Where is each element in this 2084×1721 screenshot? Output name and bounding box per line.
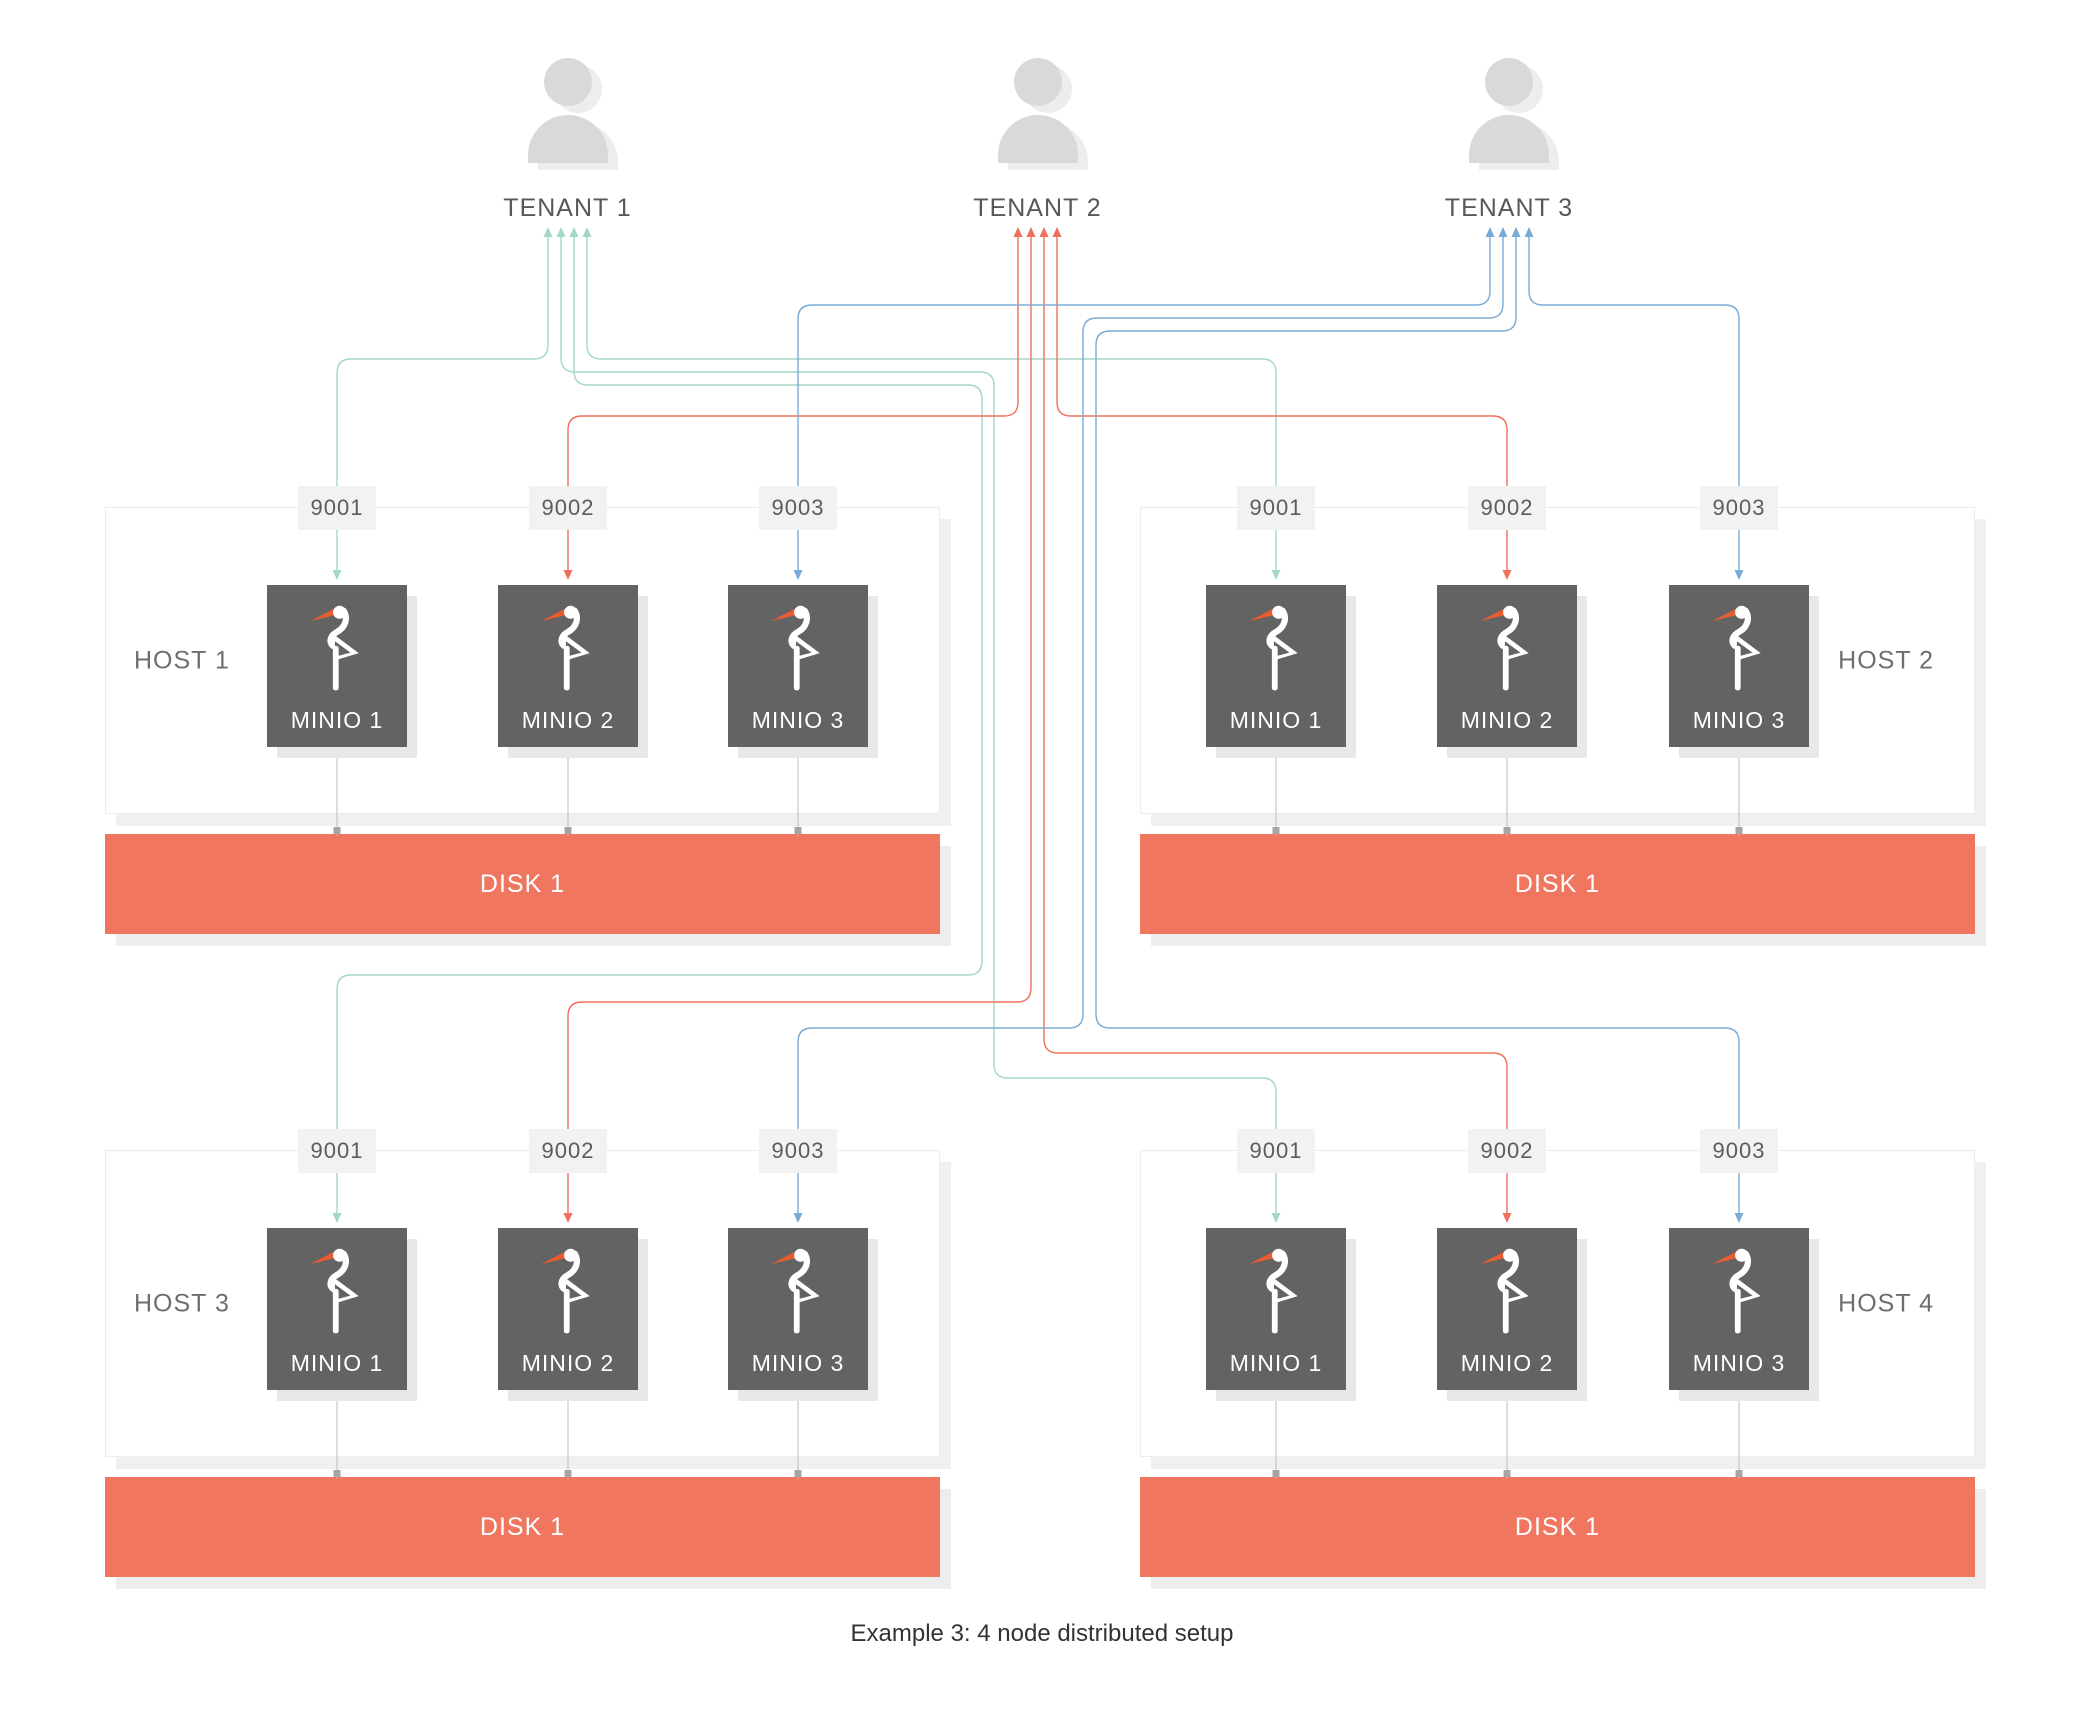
- disk-bar: DISK 1: [1140, 834, 1975, 934]
- tenant-label: TENANT 1: [503, 194, 632, 222]
- port-badge: 9002: [529, 1129, 607, 1173]
- tenant-1: TENANT 1: [458, 58, 678, 223]
- minio-node-label: MINIO 3: [751, 707, 845, 733]
- minio-node-label: MINIO 2: [521, 707, 615, 733]
- connector-endpoint: [1272, 827, 1280, 834]
- port-badge: 9001: [1237, 1129, 1315, 1173]
- minio-node: MINIO 1: [267, 1228, 407, 1390]
- minio-node: MINIO 3: [1669, 1228, 1809, 1390]
- host-label: HOST 2: [1838, 646, 1934, 674]
- arrowhead-up: [1052, 227, 1062, 237]
- connector-endpoint: [1735, 1470, 1743, 1477]
- minio-node: MINIO 3: [1669, 585, 1809, 747]
- minio-node: MINIO 1: [1206, 585, 1346, 747]
- minio-node: MINIO 2: [498, 585, 638, 747]
- arrowhead-up: [1013, 227, 1023, 237]
- port-badge: 9003: [1700, 1129, 1778, 1173]
- minio-stork-logo: [771, 1248, 820, 1334]
- minio-stork-logo: [1480, 1248, 1529, 1334]
- minio-stork-logo: [310, 1248, 359, 1334]
- connector-endpoint: [1503, 1470, 1511, 1477]
- arrowhead-up: [1026, 227, 1036, 237]
- connector-endpoint: [1503, 827, 1511, 834]
- tenant-label: TENANT 3: [1444, 194, 1574, 222]
- arrowhead-up: [582, 227, 592, 237]
- arrowhead-up: [569, 227, 579, 237]
- disk-bar: DISK 1: [1140, 1477, 1975, 1577]
- minio-node: MINIO 3: [728, 1228, 868, 1390]
- port-badge: 9003: [759, 1129, 837, 1173]
- tenant-3: TENANT 3: [1399, 58, 1619, 223]
- connector-endpoint: [794, 1470, 802, 1477]
- connector-endpoint: [1272, 1470, 1280, 1477]
- minio-node: MINIO 2: [1437, 1228, 1577, 1390]
- arrowhead-up: [543, 227, 553, 237]
- minio-stork-logo: [771, 605, 820, 691]
- user-icon-head: [1485, 58, 1533, 106]
- minio-node: MINIO 1: [267, 585, 407, 747]
- tenant-2: TENANT 2: [928, 58, 1148, 223]
- minio-node-label: MINIO 2: [521, 1350, 615, 1376]
- arrowhead-up: [556, 227, 566, 237]
- user-icon: [520, 58, 618, 170]
- minio-node-label: MINIO 1: [290, 707, 384, 733]
- host-label: HOST 3: [134, 1289, 230, 1317]
- disk-bar: DISK 1: [105, 1477, 940, 1577]
- user-icon-head: [543, 58, 592, 106]
- user-icon-body: [1469, 115, 1549, 163]
- user-icon-body: [527, 115, 608, 163]
- minio-stork-logo: [1480, 605, 1529, 691]
- port-badge: 9002: [529, 486, 607, 530]
- minio-node-label: MINIO 3: [1692, 707, 1786, 733]
- host-label: HOST 1: [134, 646, 230, 674]
- port-badge: 9002: [1468, 486, 1546, 530]
- connector-endpoint: [333, 827, 341, 834]
- tenant-label: TENANT 2: [973, 194, 1102, 222]
- user-icon: [1461, 58, 1559, 170]
- port-badge: 9001: [298, 486, 376, 530]
- minio-stork-logo: [541, 605, 590, 691]
- connector-endpoint: [794, 827, 802, 834]
- minio-stork-logo: [1712, 605, 1761, 691]
- arrowhead-up: [1498, 227, 1508, 237]
- connector-endpoint: [564, 827, 572, 834]
- disk-bar: DISK 1: [105, 834, 940, 934]
- host-label: HOST 4: [1838, 1289, 1934, 1317]
- minio-node: MINIO 2: [498, 1228, 638, 1390]
- minio-stork-logo: [1249, 605, 1298, 691]
- minio-stork-logo: [1712, 1248, 1761, 1334]
- minio-node-label: MINIO 2: [1460, 1350, 1554, 1376]
- user-icon-head: [1013, 58, 1062, 106]
- minio-stork-logo: [1249, 1248, 1298, 1334]
- arrowhead-up: [1039, 227, 1049, 237]
- port-badge: 9003: [1700, 486, 1778, 530]
- port-badge: 9002: [1468, 1129, 1546, 1173]
- minio-node-label: MINIO 3: [1692, 1350, 1786, 1376]
- minio-stork-logo: [541, 1248, 590, 1334]
- minio-node-label: MINIO 1: [1229, 707, 1323, 733]
- arrowhead-up: [1485, 227, 1495, 237]
- connector-endpoint: [1735, 827, 1743, 834]
- minio-node-label: MINIO 1: [290, 1350, 384, 1376]
- minio-node-label: MINIO 3: [751, 1350, 845, 1376]
- port-badge: 9003: [759, 486, 837, 530]
- arrowhead-up: [1511, 227, 1521, 237]
- minio-node: MINIO 2: [1437, 585, 1577, 747]
- minio-node: MINIO 3: [728, 585, 868, 747]
- connector-endpoint: [564, 1470, 572, 1477]
- connector-endpoint: [333, 1470, 341, 1477]
- port-badge: 9001: [298, 1129, 376, 1173]
- port-badge: 9001: [1237, 486, 1315, 530]
- minio-node-label: MINIO 1: [1229, 1350, 1323, 1376]
- caption: Example 3: 4 node distributed setup: [850, 1620, 1234, 1647]
- user-icon: [990, 58, 1088, 170]
- user-icon-body: [997, 115, 1078, 163]
- minio-stork-logo: [310, 605, 359, 691]
- minio-node-label: MINIO 2: [1460, 707, 1554, 733]
- minio-node: MINIO 1: [1206, 1228, 1346, 1390]
- arrowhead-up: [1524, 227, 1534, 237]
